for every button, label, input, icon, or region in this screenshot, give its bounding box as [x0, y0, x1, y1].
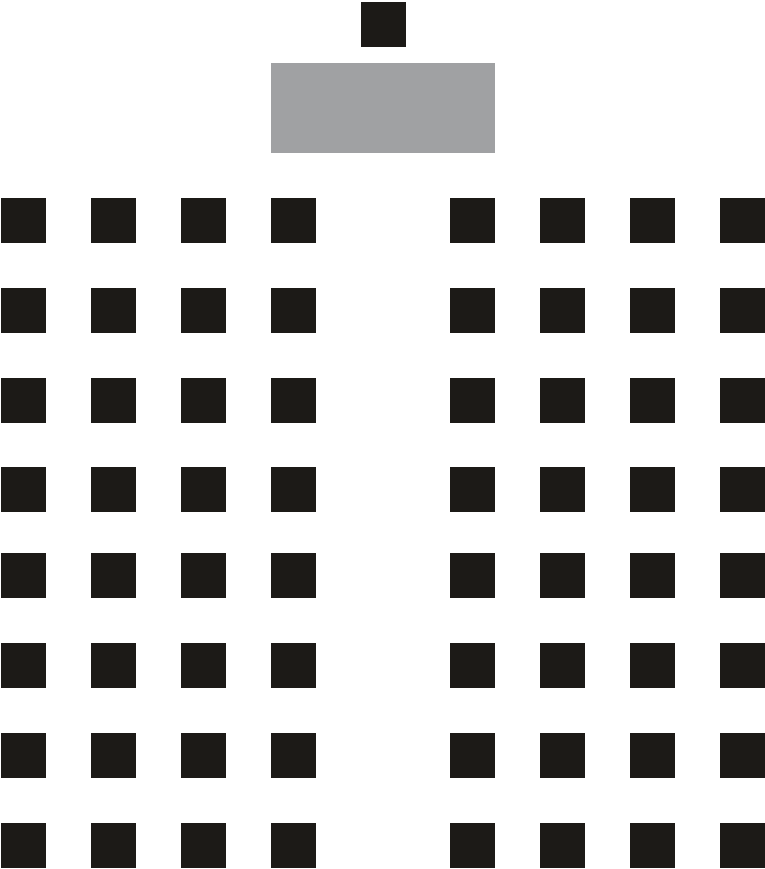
student-seat-right-r3-s1 — [450, 378, 495, 423]
student-seat-right-r4-s4 — [720, 467, 765, 512]
student-seat-right-r1-s4 — [720, 198, 765, 243]
student-seat-left-r4-s2 — [91, 467, 136, 512]
student-seat-left-r8-s1 — [1, 823, 46, 868]
student-seat-right-r5-s2 — [540, 553, 585, 598]
student-seat-left-r1-s4 — [271, 198, 316, 243]
student-seat-left-r4-s3 — [181, 467, 226, 512]
student-seat-right-r7-s1 — [450, 733, 495, 778]
student-seat-right-r2-s4 — [720, 288, 765, 333]
student-seat-right-r6-s1 — [450, 643, 495, 688]
student-seat-left-r1-s3 — [181, 198, 226, 243]
student-seat-left-r7-s3 — [181, 733, 226, 778]
student-seat-right-r1-s3 — [630, 198, 675, 243]
student-seat-right-r8-s3 — [630, 823, 675, 868]
student-seat-right-r2-s1 — [450, 288, 495, 333]
student-seat-right-r4-s2 — [540, 467, 585, 512]
student-seat-right-r8-s4 — [720, 823, 765, 868]
student-seat-left-r8-s4 — [271, 823, 316, 868]
student-seat-right-r1-s2 — [540, 198, 585, 243]
student-seat-left-r8-s2 — [91, 823, 136, 868]
student-seat-left-r5-s3 — [181, 553, 226, 598]
student-seat-left-r3-s1 — [1, 378, 46, 423]
student-seat-right-r4-s3 — [630, 467, 675, 512]
student-seat-left-r6-s1 — [1, 643, 46, 688]
teacher-seat — [361, 2, 406, 47]
student-seat-left-r2-s3 — [181, 288, 226, 333]
student-seat-left-r6-s4 — [271, 643, 316, 688]
student-seat-right-r1-s1 — [450, 198, 495, 243]
student-seat-left-r8-s3 — [181, 823, 226, 868]
student-seat-left-r7-s2 — [91, 733, 136, 778]
student-seat-right-r3-s2 — [540, 378, 585, 423]
student-seat-right-r8-s2 — [540, 823, 585, 868]
student-seat-left-r7-s4 — [271, 733, 316, 778]
student-seat-left-r6-s2 — [91, 643, 136, 688]
student-seat-right-r3-s3 — [630, 378, 675, 423]
student-seat-left-r3-s3 — [181, 378, 226, 423]
student-seat-right-r4-s1 — [450, 467, 495, 512]
student-seat-right-r7-s4 — [720, 733, 765, 778]
student-seat-left-r4-s4 — [271, 467, 316, 512]
student-seat-right-r6-s2 — [540, 643, 585, 688]
student-seat-right-r7-s2 — [540, 733, 585, 778]
student-seat-right-r8-s1 — [450, 823, 495, 868]
student-seat-right-r7-s3 — [630, 733, 675, 778]
student-seat-right-r5-s4 — [720, 553, 765, 598]
student-seat-left-r6-s3 — [181, 643, 226, 688]
student-seat-left-r2-s2 — [91, 288, 136, 333]
student-seat-right-r2-s2 — [540, 288, 585, 333]
student-seat-left-r1-s1 — [1, 198, 46, 243]
student-seat-left-r3-s4 — [271, 378, 316, 423]
student-seat-left-r5-s1 — [1, 553, 46, 598]
student-seat-left-r2-s4 — [271, 288, 316, 333]
student-seat-left-r1-s2 — [91, 198, 136, 243]
student-seat-left-r5-s2 — [91, 553, 136, 598]
student-seat-right-r5-s1 — [450, 553, 495, 598]
student-seat-right-r6-s3 — [630, 643, 675, 688]
student-seat-right-r5-s3 — [630, 553, 675, 598]
student-seat-right-r6-s4 — [720, 643, 765, 688]
student-seat-left-r4-s1 — [1, 467, 46, 512]
student-seat-left-r3-s2 — [91, 378, 136, 423]
student-seat-right-r3-s4 — [720, 378, 765, 423]
student-seat-left-r7-s1 — [1, 733, 46, 778]
student-seat-left-r2-s1 — [1, 288, 46, 333]
student-seat-right-r2-s3 — [630, 288, 675, 333]
student-seat-left-r5-s4 — [271, 553, 316, 598]
teacher-desk — [271, 63, 495, 153]
